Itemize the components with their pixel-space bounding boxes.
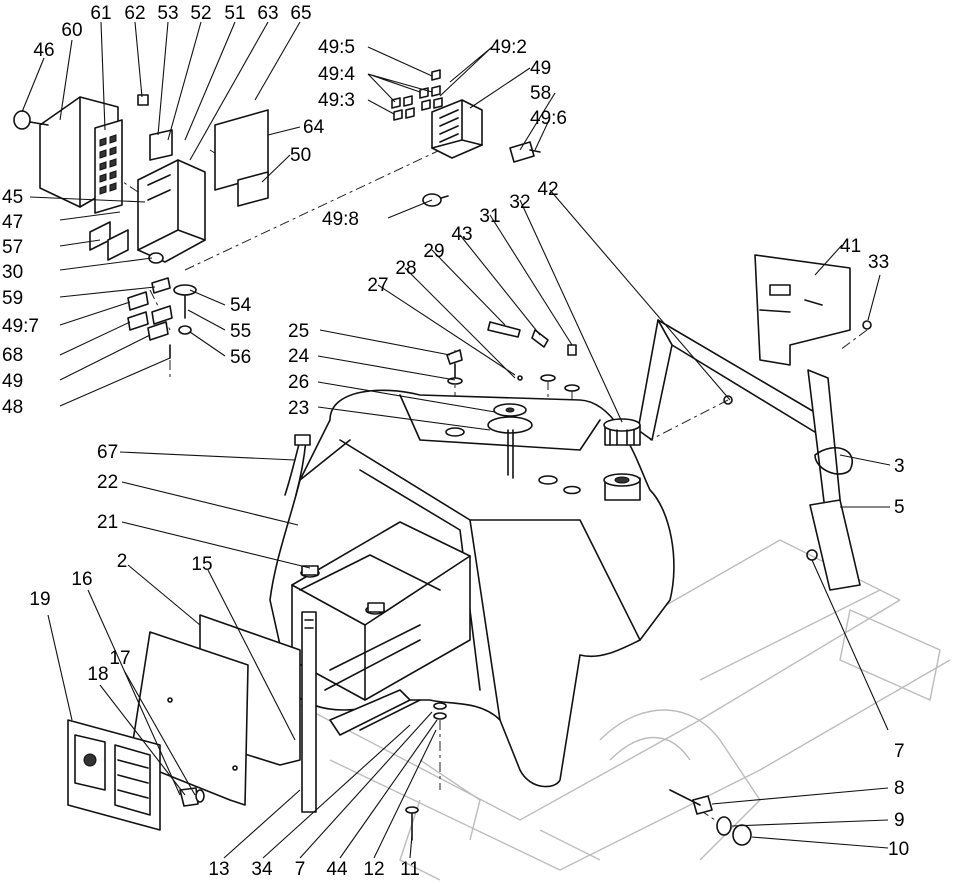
- callout-46: 46: [33, 40, 54, 61]
- callout-34: 34: [251, 859, 273, 880]
- callout-67: 67: [97, 442, 118, 463]
- callout-25: 25: [288, 321, 309, 342]
- callout-56: 56: [230, 347, 251, 368]
- callout-16: 16: [71, 569, 92, 590]
- callout-49-2: 49:2: [490, 37, 527, 58]
- callout-18: 18: [87, 664, 108, 685]
- callout-49-right: 49: [530, 58, 551, 79]
- callout-26: 26: [288, 372, 309, 393]
- callout-27: 27: [367, 275, 388, 296]
- callout-61: 61: [90, 3, 111, 24]
- callout-68: 68: [2, 345, 23, 366]
- callout-7-right: 7: [894, 741, 905, 762]
- battery: [291, 521, 471, 701]
- callout-53: 53: [157, 3, 178, 24]
- callout-47: 47: [2, 212, 23, 233]
- callout-60: 60: [61, 20, 82, 41]
- callout-48: 48: [2, 397, 23, 418]
- callout-33: 33: [868, 252, 889, 273]
- callout-5: 5: [894, 497, 905, 518]
- callout-49-3: 49:3: [318, 90, 355, 111]
- callout-9: 9: [894, 810, 905, 831]
- callout-21: 21: [97, 512, 118, 533]
- callout-55: 55: [230, 321, 251, 342]
- callout-30: 30: [2, 262, 23, 283]
- chassis-frame: [289, 539, 951, 881]
- callout-49-6: 49:6: [530, 108, 567, 129]
- callout-49-5: 49:5: [318, 37, 355, 58]
- callout-45: 45: [2, 187, 23, 208]
- callout-52: 52: [190, 3, 211, 24]
- callout-28: 28: [395, 258, 416, 279]
- callout-13: 13: [208, 859, 229, 880]
- callout-labels: 46 60 61 62 53 52 51 63 65 64 50 45 47 5…: [2, 3, 909, 880]
- callout-31: 31: [479, 206, 500, 227]
- callout-10: 10: [888, 839, 909, 860]
- callout-62: 62: [124, 3, 145, 24]
- callout-49-4: 49:4: [318, 64, 355, 85]
- rops-frame: [637, 254, 872, 591]
- callout-19: 19: [29, 589, 50, 610]
- callout-24: 24: [288, 346, 310, 367]
- callout-8: 8: [894, 778, 905, 799]
- hardware-8-9-10: [669, 789, 752, 846]
- callout-2: 2: [117, 551, 128, 572]
- hardware-bottom: [405, 702, 447, 841]
- decal-label: [67, 719, 161, 831]
- callout-7-bottom: 7: [295, 859, 306, 880]
- fuel-cap: [603, 418, 641, 446]
- callout-44: 44: [326, 859, 348, 880]
- fuel-sender: [446, 321, 580, 479]
- callout-22: 22: [97, 472, 118, 493]
- battery-strap: [301, 611, 317, 813]
- callout-32: 32: [509, 192, 530, 213]
- callout-51: 51: [224, 3, 245, 24]
- callout-43: 43: [451, 224, 472, 245]
- callout-58: 58: [530, 83, 551, 104]
- control-panel: [13, 94, 269, 359]
- callout-49-7: 49:7: [2, 316, 39, 337]
- leader-lines: [21, 21, 891, 859]
- callout-59: 59: [2, 288, 23, 309]
- hold-down-bracket: [329, 689, 421, 736]
- callout-63: 63: [257, 3, 278, 24]
- callout-57: 57: [2, 237, 23, 258]
- callout-50: 50: [290, 145, 311, 166]
- callout-17: 17: [109, 648, 130, 669]
- callout-64: 64: [303, 117, 325, 138]
- callout-49-left: 49: [2, 371, 23, 392]
- fuse-block: [391, 69, 541, 207]
- callout-41: 41: [840, 236, 861, 257]
- callout-42: 42: [537, 179, 558, 200]
- callout-3: 3: [894, 456, 905, 477]
- callout-65: 65: [290, 3, 311, 24]
- callout-23: 23: [288, 398, 309, 419]
- wire-harness: [284, 434, 311, 496]
- callout-54: 54: [230, 295, 252, 316]
- callout-29: 29: [423, 241, 444, 262]
- callout-12: 12: [363, 859, 384, 880]
- callout-15: 15: [191, 554, 212, 575]
- callout-49-8: 49:8: [322, 209, 359, 230]
- callout-11: 11: [400, 859, 420, 880]
